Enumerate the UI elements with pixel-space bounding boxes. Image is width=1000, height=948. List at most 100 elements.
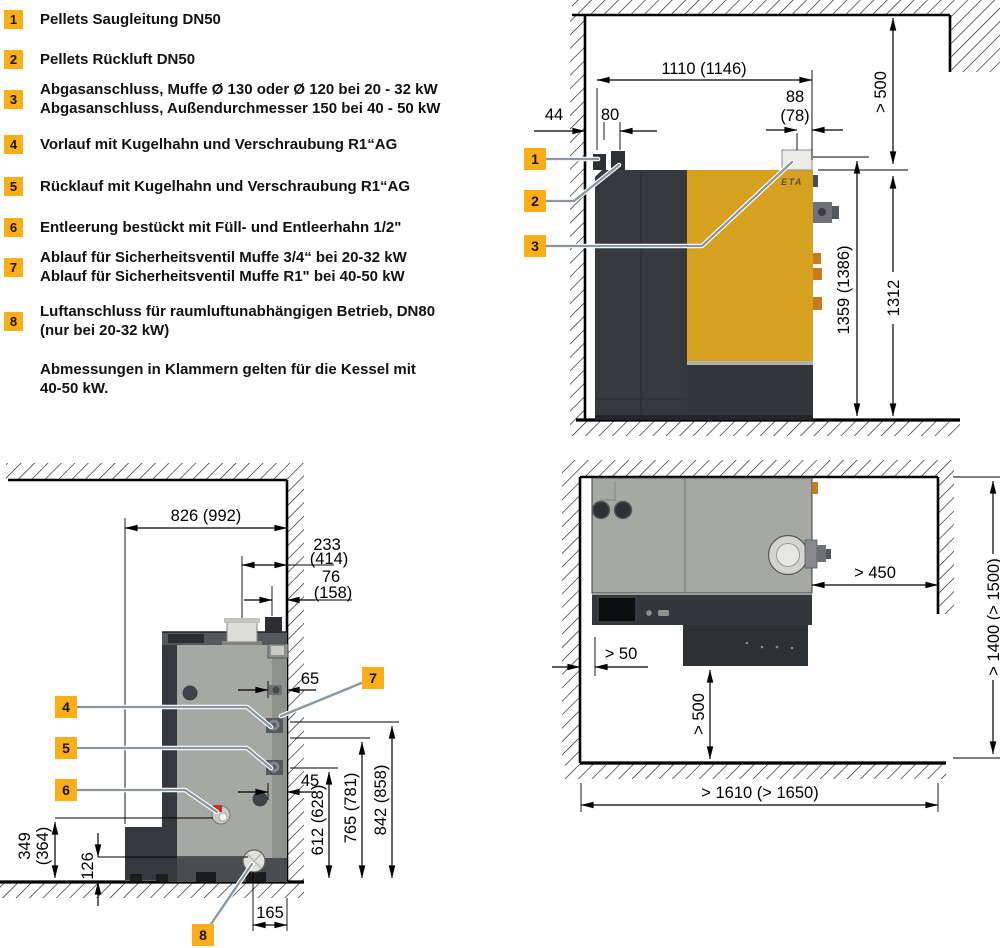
callout-3: 3 xyxy=(524,235,546,257)
dim-rl-offset: 45 xyxy=(301,772,319,790)
side-dimensions: 826 (992) 233 (414) 76 (158) 65 45 842 (… xyxy=(16,507,399,931)
legend-badge-7: 7 xyxy=(4,257,23,277)
svg-text:1: 1 xyxy=(531,151,539,167)
dim-front-clearance: > 500 xyxy=(690,693,708,735)
legend-item-7: 7 Ablauf für Sicherheitsventil Muffe 3/4… xyxy=(4,248,407,286)
legend-note-line-1: Abmessungen in Klammern gelten für die K… xyxy=(40,361,416,378)
front-boiler: ETA xyxy=(593,149,839,420)
legend-badge-4: 4 xyxy=(4,135,23,154)
svg-text:1312: 1312 xyxy=(885,280,903,317)
svg-text:5: 5 xyxy=(62,740,70,756)
air-grille xyxy=(168,634,204,643)
pellet-suction-pipe xyxy=(593,154,606,170)
dim-air-back: 165 xyxy=(256,904,284,922)
callout-4: 4 xyxy=(55,696,77,718)
dim-drain-height-1: 349 xyxy=(16,832,34,860)
legend-note: Abmessungen in Klammern gelten für die K… xyxy=(40,360,416,398)
side-boiler xyxy=(125,617,289,882)
front-callout-leaders xyxy=(543,156,795,249)
front-view-diagram: ETA 1110 (1146) 88 (78) 44 80 > 500 xyxy=(524,0,1000,436)
dim-height-flue: 1359 (1386) xyxy=(835,246,853,335)
dim-right-clearance: > 450 xyxy=(854,564,896,582)
dim-flue-width-1: 88 xyxy=(786,88,804,106)
legend-item-6: 6 Entleerung bestückt mit Füll- und Entl… xyxy=(4,218,401,237)
callout-2: 2 xyxy=(524,190,546,212)
dim-left-clearance: > 50 xyxy=(605,645,638,663)
dim-top-width: 1110 (1146) xyxy=(661,60,746,78)
legend-item-8-line-2: (nur bei 20-32 kW) xyxy=(40,322,170,339)
dim-total-width: > 1610 (> 1650) xyxy=(701,784,818,802)
rear-attachment-box xyxy=(125,827,173,880)
legend-item-4: 4 Vorlauf mit Kugelhahn und Verschraubun… xyxy=(4,135,397,154)
dim-top-clearance: > 500 xyxy=(872,71,890,113)
svg-text:> 1400 (> 1500): > 1400 (> 1500) xyxy=(985,558,1000,675)
side-view-diagram: 826 (992) 233 (414) 76 (158) 65 45 842 (… xyxy=(0,463,399,946)
legend-badge-8: 8 xyxy=(4,311,23,331)
dim-flue-x-1: 233 xyxy=(313,536,341,554)
legend-badge-6: 6 xyxy=(4,218,23,237)
svg-text:6: 6 xyxy=(62,782,70,798)
legend-item-2-line-1: Pellets Rückluft DN50 xyxy=(40,51,196,68)
legend-item-3-line-2: Abgasanschluss, Außendurchmesser 150 bei… xyxy=(40,100,441,117)
brand-logo: ETA xyxy=(781,177,803,187)
top-boiler xyxy=(591,477,831,666)
legend-item-4-line-1: Vorlauf mit Kugelhahn und Verschraubung … xyxy=(40,136,398,153)
callout-6: 6 xyxy=(55,779,77,801)
dim-wall-gap: 44 xyxy=(545,106,563,124)
dim-height-total: 1312 xyxy=(885,272,903,324)
svg-text:3: 3 xyxy=(531,238,539,254)
legend-note-line-2: 40-50 kW. xyxy=(40,380,109,397)
legend-item-1-line-1: Pellets Saugleitung DN50 xyxy=(40,11,221,28)
display-panel xyxy=(597,596,637,623)
air-intake-pipe xyxy=(265,617,282,633)
dim-flue-x-2: (414) xyxy=(310,550,349,568)
legend-item-8: 8 Luftanschluss für raumluftunabhängigen… xyxy=(4,302,435,340)
ash-drawer xyxy=(687,365,813,417)
dim-height-rl: 612 (628) xyxy=(309,785,327,856)
legend-item-8-line-1: Luftanschluss für raumluftunabhängigen B… xyxy=(40,303,436,320)
callout-1: 1 xyxy=(524,148,546,170)
dim-front-total-clearance: > 1400 (> 1500) xyxy=(985,554,1000,680)
dim-depth: 826 (992) xyxy=(171,507,242,525)
top-view-diagram: > 450 > 1400 (> 1500) > 500 > 50 > 1610 … xyxy=(552,460,1000,812)
dim-height-vl: 765 (781) xyxy=(342,773,360,844)
legend: 1 Pellets Saugleitung DN50 2 Pellets Rüc… xyxy=(0,0,520,440)
dim-drain-height-2: (364) xyxy=(34,827,52,866)
top-dimensions: > 450 > 1400 (> 1500) > 500 > 50 > 1610 … xyxy=(552,476,1000,812)
svg-text:8: 8 xyxy=(199,927,207,943)
pellet-port-1 xyxy=(591,500,611,520)
dim-pipe-x-1: 76 xyxy=(322,568,340,586)
dim-air-height: 126 xyxy=(79,852,97,880)
dim-pipe-gap: 80 xyxy=(601,106,619,124)
legend-badge-5: 5 xyxy=(4,177,23,196)
legend-item-7-line-2: Ablauf für Sicherheitsventil Muffe R1" b… xyxy=(40,268,405,285)
front-dimensions: 1110 (1146) 88 (78) 44 80 > 500 1359 (13… xyxy=(534,17,908,417)
legend-item-5-line-1: Rücklauf mit Kugelhahn und Verschraubung… xyxy=(40,178,411,195)
legend-item-3-line-1: Abgasanschluss, Muffe Ø 130 oder Ø 120 b… xyxy=(40,81,438,98)
legend-item-2: 2 Pellets Rückluft DN50 xyxy=(4,50,195,69)
pellet-return-pipe xyxy=(611,151,625,170)
legend-badge-1: 1 xyxy=(4,10,23,29)
callout-7: 7 xyxy=(362,667,384,689)
legend-badge-3: 3 xyxy=(4,89,23,109)
flue-stub xyxy=(226,619,258,643)
legend-item-7-line-1: Ablauf für Sicherheitsventil Muffe 3/4“ … xyxy=(40,249,407,266)
legend-item-3: 3 Abgasanschluss, Muffe Ø 130 oder Ø 120… xyxy=(4,80,440,118)
svg-text:2: 2 xyxy=(531,193,539,209)
dim-flue-width-2: (78) xyxy=(780,107,809,125)
legend-badge-2: 2 xyxy=(4,50,23,69)
svg-text:4: 4 xyxy=(62,699,70,715)
legend-item-1: 1 Pellets Saugleitung DN50 xyxy=(4,10,221,29)
legend-item-5: 5 Rücklauf mit Kugelhahn und Verschraubu… xyxy=(4,177,410,196)
callout-5: 5 xyxy=(55,737,77,759)
dim-pipe-x-2: (158) xyxy=(314,584,353,602)
dim-sv-offset: 65 xyxy=(301,670,319,688)
legend-item-6-line-1: Entleerung bestückt mit Füll- und Entlee… xyxy=(40,219,402,236)
callout-8: 8 xyxy=(192,924,214,946)
svg-text:7: 7 xyxy=(369,670,377,686)
pellet-port-2 xyxy=(613,500,633,520)
dim-height-sv: 842 (858) xyxy=(372,765,390,836)
burner-unit xyxy=(683,625,808,666)
side-callout-leaders xyxy=(74,679,367,930)
